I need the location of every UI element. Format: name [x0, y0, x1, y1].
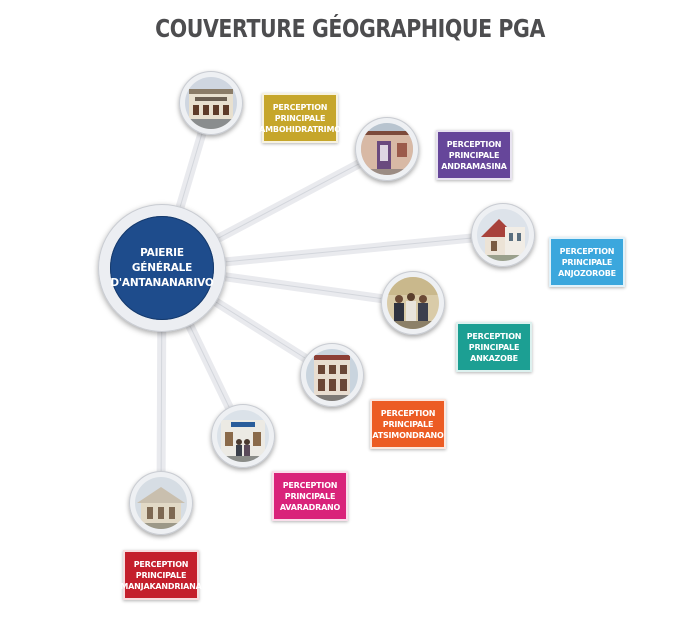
building-photo-icon [217, 410, 269, 462]
staff-photo-icon [387, 277, 439, 329]
building-photo-icon [185, 77, 237, 129]
branch-node-ambohidratrimo [179, 71, 243, 135]
diagram-title: COUVERTURE GÉOGRAPHIQUE PGA [155, 14, 545, 43]
branch-label-ankazobe: PERCEPTION PRINCIPALE ANKAZOBE [456, 322, 532, 372]
branch-label-atsimondrano: PERCEPTION PRINCIPALE ATSIMONDRANO [370, 399, 446, 449]
building-photo-icon [135, 477, 187, 529]
building-photo-icon [306, 349, 358, 401]
hub-node: PAIERIE GÉNÉRALE D'ANTANANARIVO [98, 204, 226, 332]
branch-node-manjakandriana [129, 471, 193, 535]
branch-node-avaradrano [211, 404, 275, 468]
branch-node-atsimondrano [300, 343, 364, 407]
branch-node-anjozorobe [471, 203, 535, 267]
building-photo-icon [477, 209, 529, 261]
branch-label-manjakandriana: PERCEPTION PRINCIPALE MANJAKANDRIANA [120, 550, 202, 600]
branch-node-andramasina [355, 117, 419, 181]
branch-label-anjozorobe: PERCEPTION PRINCIPALE ANJOZOROBE [549, 237, 625, 287]
branch-label-ambohidratrimo: PERCEPTION PRINCIPALE AMBOHIDRATRIMO [259, 93, 341, 143]
branch-label-andramasina: PERCEPTION PRINCIPALE ANDRAMASINA [436, 130, 512, 180]
branch-node-ankazobe [381, 271, 445, 335]
hub-label: PAIERIE GÉNÉRALE D'ANTANANARIVO [110, 216, 214, 320]
building-photo-icon [361, 123, 413, 175]
branch-label-avaradrano: PERCEPTION PRINCIPALE AVARADRANO [272, 471, 348, 521]
